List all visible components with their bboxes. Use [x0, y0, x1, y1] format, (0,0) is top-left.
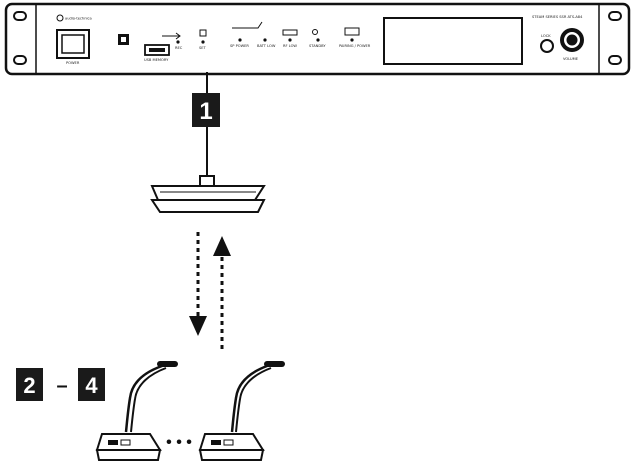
more-devices-ellipsis: • • • — [166, 434, 192, 451]
rack-ear-hole — [608, 55, 622, 65]
led-indicator-icon — [176, 38, 354, 44]
svg-text:2: 2 — [23, 373, 35, 398]
wireless-link-arrows — [189, 232, 231, 349]
delegate-microphone — [198, 361, 285, 461]
label-standby: STANDBY — [309, 44, 326, 48]
label-rec: REC — [175, 46, 183, 50]
step-4-badge: 4 — [78, 368, 105, 401]
display-window — [383, 17, 523, 65]
volume-label: VOLUME — [563, 57, 579, 61]
rack-ear-hole — [13, 55, 27, 65]
arrow-down-head — [189, 316, 207, 336]
indicator-symbols — [199, 21, 360, 37]
lock-label: LOCK — [541, 34, 551, 38]
label-sp-power: SP POWER — [230, 44, 249, 48]
delegate-microphone — [95, 361, 178, 461]
lock-button-icon[interactable] — [540, 39, 554, 53]
usb-port-icon[interactable] — [144, 32, 181, 56]
step-2-badge: 2 — [16, 368, 43, 401]
svg-text:1: 1 — [199, 98, 212, 125]
step-1-badge: 1 — [192, 93, 220, 127]
brand-logo-icon — [56, 14, 64, 22]
usb-label: USB MEMORY — [144, 58, 169, 62]
model-label: STEAM SERIES SSR ATS-A84 — [532, 15, 583, 19]
label-batt-low: BATT LOW — [257, 44, 276, 48]
label-rf-low: RF LOW — [283, 44, 297, 48]
arrow-up-head — [213, 236, 231, 256]
antenna-unit — [150, 175, 266, 213]
rack-ear-hole — [13, 11, 27, 21]
brand-label: audio-technica — [65, 17, 92, 21]
step-range-separator: – — [56, 375, 67, 397]
label-set: SET — [199, 46, 207, 50]
rack-ear-hole — [608, 11, 622, 21]
label-pairing: PAIRING / POWER — [339, 44, 371, 48]
power-switch-icon[interactable] — [56, 29, 90, 59]
rack-unit: audio-technica POWER USB MEMORY — [4, 2, 631, 76]
volume-knob-icon[interactable] — [560, 28, 584, 52]
power-label: POWER — [66, 61, 80, 65]
svg-text:4: 4 — [85, 373, 98, 398]
